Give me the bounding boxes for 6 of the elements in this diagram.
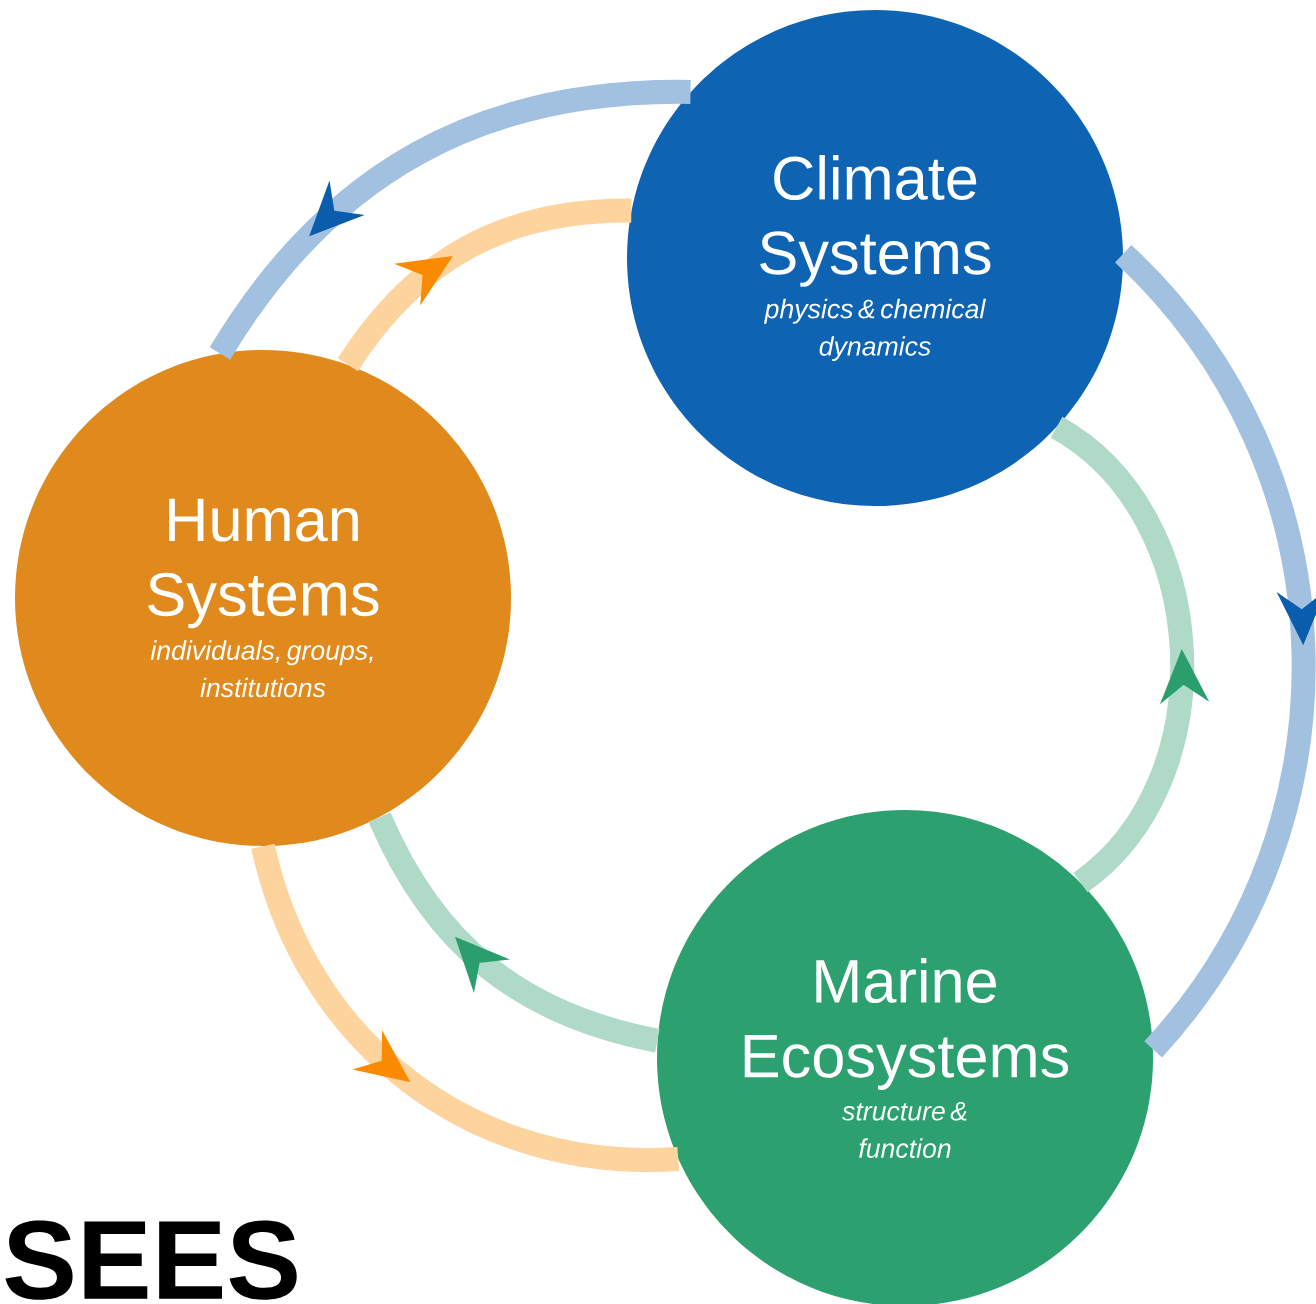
- arrow: [338, 198, 632, 372]
- program-label: SEES: [5, 1220, 297, 1300]
- arrow: [209, 79, 691, 361]
- arrow: [251, 843, 679, 1172]
- arrow: [1114, 245, 1316, 1057]
- arrow: [368, 812, 660, 1053]
